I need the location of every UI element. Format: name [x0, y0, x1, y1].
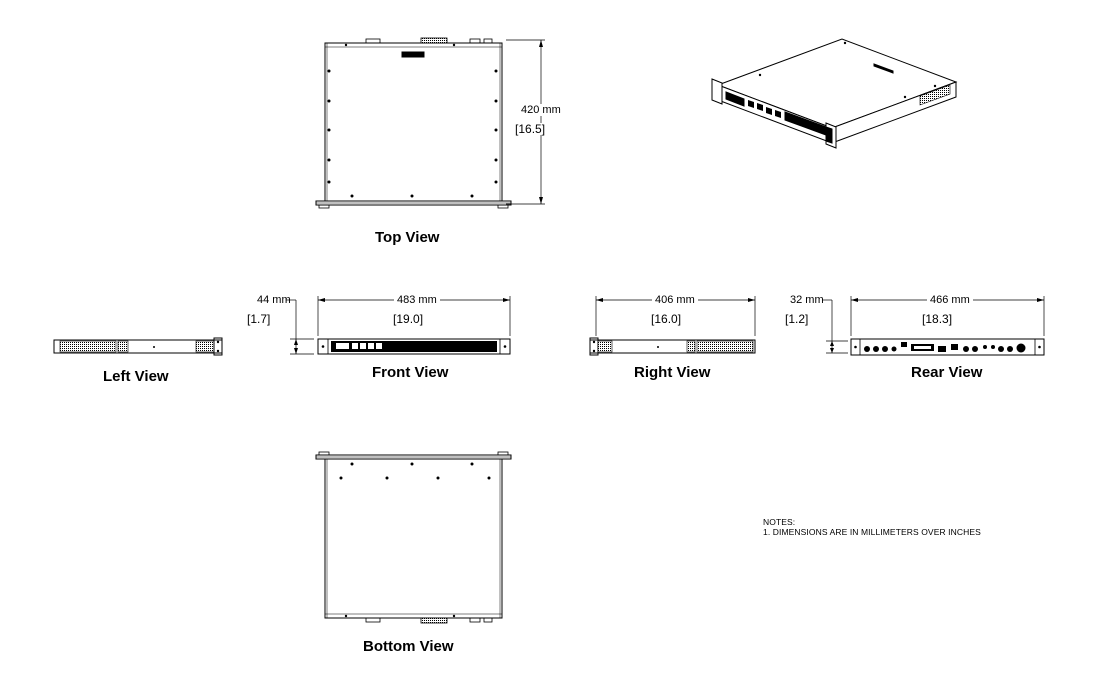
- notes-heading: NOTES:: [763, 517, 796, 527]
- rear-height-in: [1.2]: [785, 312, 809, 326]
- right-depth-in: [16.0]: [651, 312, 682, 326]
- top-depth-in-value: 16.5: [518, 122, 542, 136]
- rear-view-title: Rear View: [911, 364, 983, 381]
- front-height-in-value: 1.7: [250, 312, 268, 326]
- notes-line-1: 1. DIMENSIONS ARE IN MILLIMETERS OVER IN…: [763, 527, 981, 537]
- rear-view-panel: [850, 338, 1045, 356]
- bottom-view-title: Bottom View: [363, 638, 454, 655]
- front-width-in: [19.0]: [393, 312, 424, 326]
- front-width-in-value: 19.0: [396, 312, 420, 326]
- right-view-title: Right View: [634, 364, 711, 381]
- left-view-title: Left View: [103, 368, 169, 385]
- notes-block: NOTES: 1. DIMENSIONS ARE IN MILLIMETERS …: [763, 517, 981, 537]
- top-view-title: Top View: [375, 229, 440, 246]
- top-view-drawing: [315, 37, 545, 209]
- isometric-view-drawing: [711, 38, 958, 149]
- bottom-view-chassis: [324, 458, 503, 619]
- rear-width-in: [18.3]: [922, 312, 953, 326]
- right-depth-in-value: 16.0: [654, 312, 678, 326]
- rear-height-mm: 32 mm: [790, 294, 824, 306]
- rear-width-mm: 466 mm: [927, 294, 973, 306]
- top-depth-mm: 420 mm: [521, 104, 561, 116]
- rear-view-drawing: [822, 296, 1045, 356]
- front-height-in: [1.7]: [247, 312, 271, 326]
- rear-width-in-value: 18.3: [925, 312, 949, 326]
- front-height-mm: 44 mm: [257, 294, 291, 306]
- front-width-mm: 483 mm: [394, 294, 440, 306]
- top-view-logo: [401, 51, 425, 58]
- right-depth-mm: 406 mm: [652, 294, 698, 306]
- front-view-title: Front View: [372, 364, 449, 381]
- front-view-drawing: [286, 296, 511, 355]
- top-depth-in: [16.5]: [515, 122, 546, 136]
- rear-height-in-value: 1.2: [788, 312, 806, 326]
- top-view-chassis: [324, 42, 503, 202]
- right-view-drawing: [589, 296, 756, 356]
- left-view-drawing: [53, 337, 223, 356]
- bottom-view-drawing: [315, 451, 512, 624]
- iso-top-panel: [716, 38, 958, 129]
